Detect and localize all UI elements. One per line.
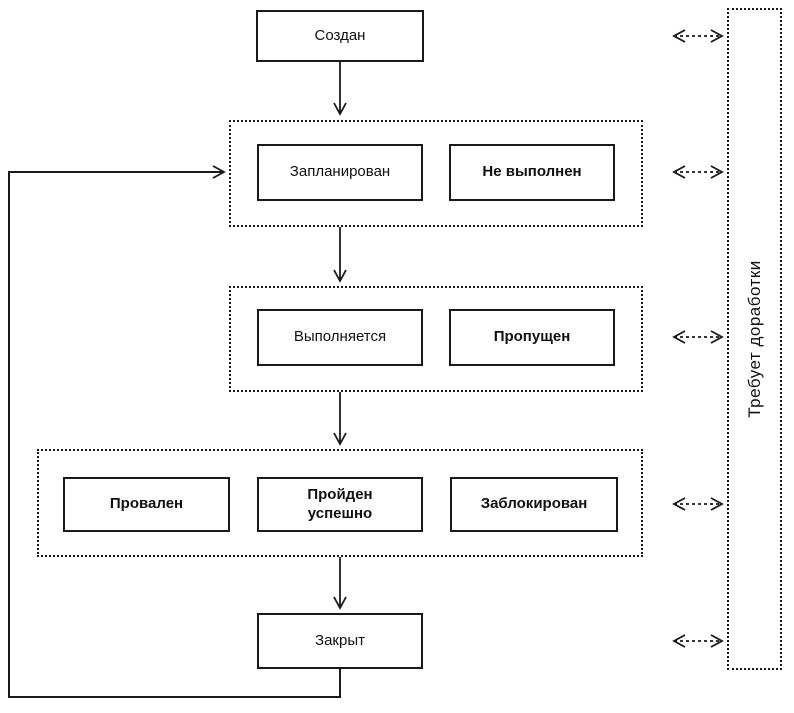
node-skipped: Пропущен (449, 309, 615, 366)
node-blocked-label: Заблокирован (480, 495, 588, 513)
node-created-label: Создан (314, 26, 366, 44)
node-passed: Пройден успешно (257, 477, 423, 532)
node-in-progress: Выполняется (257, 309, 423, 366)
node-failed: Провален (63, 477, 230, 532)
node-in-progress-label: Выполняется (293, 328, 387, 346)
group-planned-row (229, 120, 643, 227)
node-created: Создан (256, 10, 424, 62)
needs-rework-panel: Требует доработки (727, 8, 782, 670)
needs-rework-label: Требует доработки (744, 260, 764, 418)
node-blocked: Заблокирован (450, 477, 618, 532)
node-passed-label: Пройден успешно (307, 485, 373, 522)
node-closed-label: Закрыт (315, 631, 365, 649)
node-planned-label: Запланирован (289, 163, 391, 181)
node-not-executed-label: Не выполнен (482, 163, 582, 181)
node-not-executed: Не выполнен (449, 144, 615, 201)
node-skipped-label: Пропущен (493, 328, 571, 346)
node-failed-label: Провален (109, 495, 184, 513)
node-closed: Закрыт (257, 613, 423, 669)
group-execution-row (229, 286, 643, 392)
group-result-row (37, 449, 643, 557)
node-planned: Запланирован (257, 144, 423, 201)
